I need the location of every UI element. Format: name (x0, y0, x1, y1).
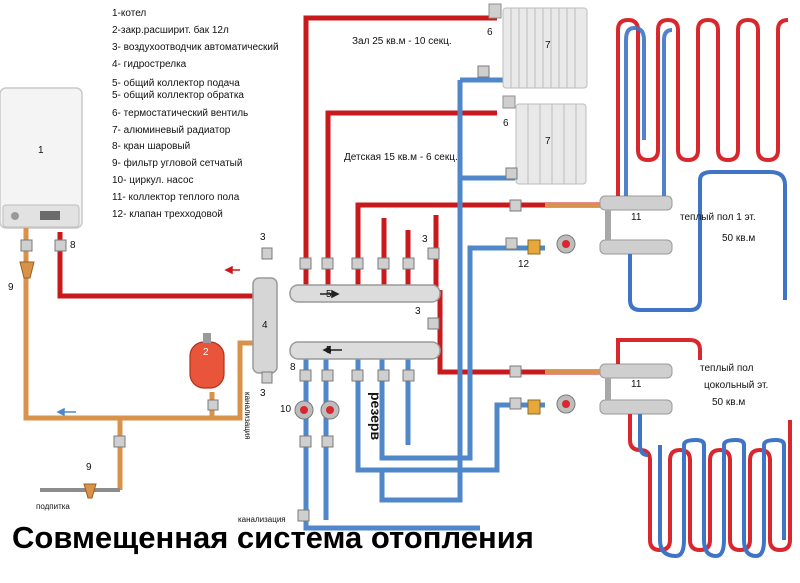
boiler-supply-pipe (57, 232, 262, 299)
legend-item: 11- коллектор теплого пола (112, 192, 240, 204)
marker-collector-supply: 5 (326, 289, 332, 300)
return-pipes (303, 77, 545, 531)
floor-label-basement-1: теплый пол (700, 363, 754, 374)
legend-item: 12- клапан трехходовой (112, 209, 223, 221)
marker-floor-collector-basement: 11 (631, 379, 642, 390)
floor-collector-basement (599, 363, 673, 415)
legend-item: 10- циркул. насос (112, 175, 194, 187)
marker-boiler: 1 (38, 145, 44, 156)
expansion-tank (189, 333, 225, 389)
page-title: Совмещенная система отопления (12, 520, 534, 555)
boiler (0, 87, 83, 229)
marker-pump: 10 (280, 404, 292, 415)
marker-three-way: 12 (518, 259, 530, 270)
legend-item: 2-закр.расширит. бак 12л (112, 24, 229, 36)
marker-ball-valve-boiler: 8 (70, 240, 76, 251)
marker-ball-valve-bottom: 8 (290, 362, 296, 373)
legend-item: 5- общий коллектор обратка (112, 89, 244, 101)
marker-air-vent-4: 3 (260, 388, 266, 399)
marker-floor-collector-first: 11 (631, 212, 642, 223)
legend-item: 6- термостатический вентиль (112, 107, 249, 119)
floor-loops-first (616, 17, 789, 312)
marker-valve-kids: 6 (503, 118, 509, 129)
marker-valve-hall: 6 (487, 27, 493, 38)
marker-air-vent: 3 (260, 232, 266, 243)
legend-item: 1-котел (112, 8, 147, 19)
floor-hoses (545, 203, 600, 374)
ball-valve-icons (20, 65, 522, 522)
marker-separator: 4 (262, 320, 268, 331)
floor-label-basement-3: 50 кв.м (712, 397, 746, 408)
drain-label: канализация (238, 515, 286, 524)
marker-radiator-hall: 7 (545, 40, 551, 51)
legend-item: 4- гидрострелка (112, 58, 187, 70)
legend-item: 3- воздухоотводчик автоматический (112, 41, 279, 53)
floor-label-basement-2: цокольный эт. (704, 380, 769, 391)
three-way-valve-icons (527, 239, 541, 415)
floor-label-first-1: теплый пол 1 эт. (680, 212, 756, 223)
reserve-label: резерв (368, 392, 384, 441)
marker-air-vent-2: 3 (422, 234, 428, 245)
room-label-kids: Детская 15 кв.м - 6 секц. (344, 152, 458, 163)
marker-air-vent-3: 3 (415, 306, 421, 317)
marker-tank: 2 (203, 347, 209, 358)
marker-radiator-kids: 7 (545, 136, 551, 147)
legend-item: 8- кран шаровый (112, 141, 191, 153)
filter-icons (19, 261, 97, 499)
legend-item: 5- общий коллектор подача (112, 77, 240, 89)
flow-arrows (56, 265, 342, 417)
room-label-hall: Зал 25 кв.м - 10 секц. (352, 36, 452, 47)
drain-label-vertical: канализация (243, 392, 252, 440)
marker-filter: 9 (8, 282, 14, 293)
supply-collector (289, 284, 441, 303)
radiator-kids (515, 103, 587, 185)
floor-loops-basement (616, 338, 792, 559)
return-collector (289, 341, 441, 360)
floor-label-first-2: 50 кв.м (722, 233, 756, 244)
floor-collector-first (599, 195, 673, 255)
feed-label: подпитка (36, 502, 70, 511)
legend-item: 7- алюминевый радиатор (112, 124, 231, 136)
thermostatic-valve-icons (488, 3, 516, 109)
pump-icons (294, 234, 576, 420)
marker-collector-return: 5 (326, 345, 332, 356)
marker-filter-2: 9 (86, 462, 92, 473)
radiator-hall (502, 7, 588, 89)
legend-item: 9- фильтр угловой сетчатый (112, 158, 243, 170)
legend-list: 1-котел 2-закр.расширит. бак 12л 3- возд… (112, 6, 279, 224)
